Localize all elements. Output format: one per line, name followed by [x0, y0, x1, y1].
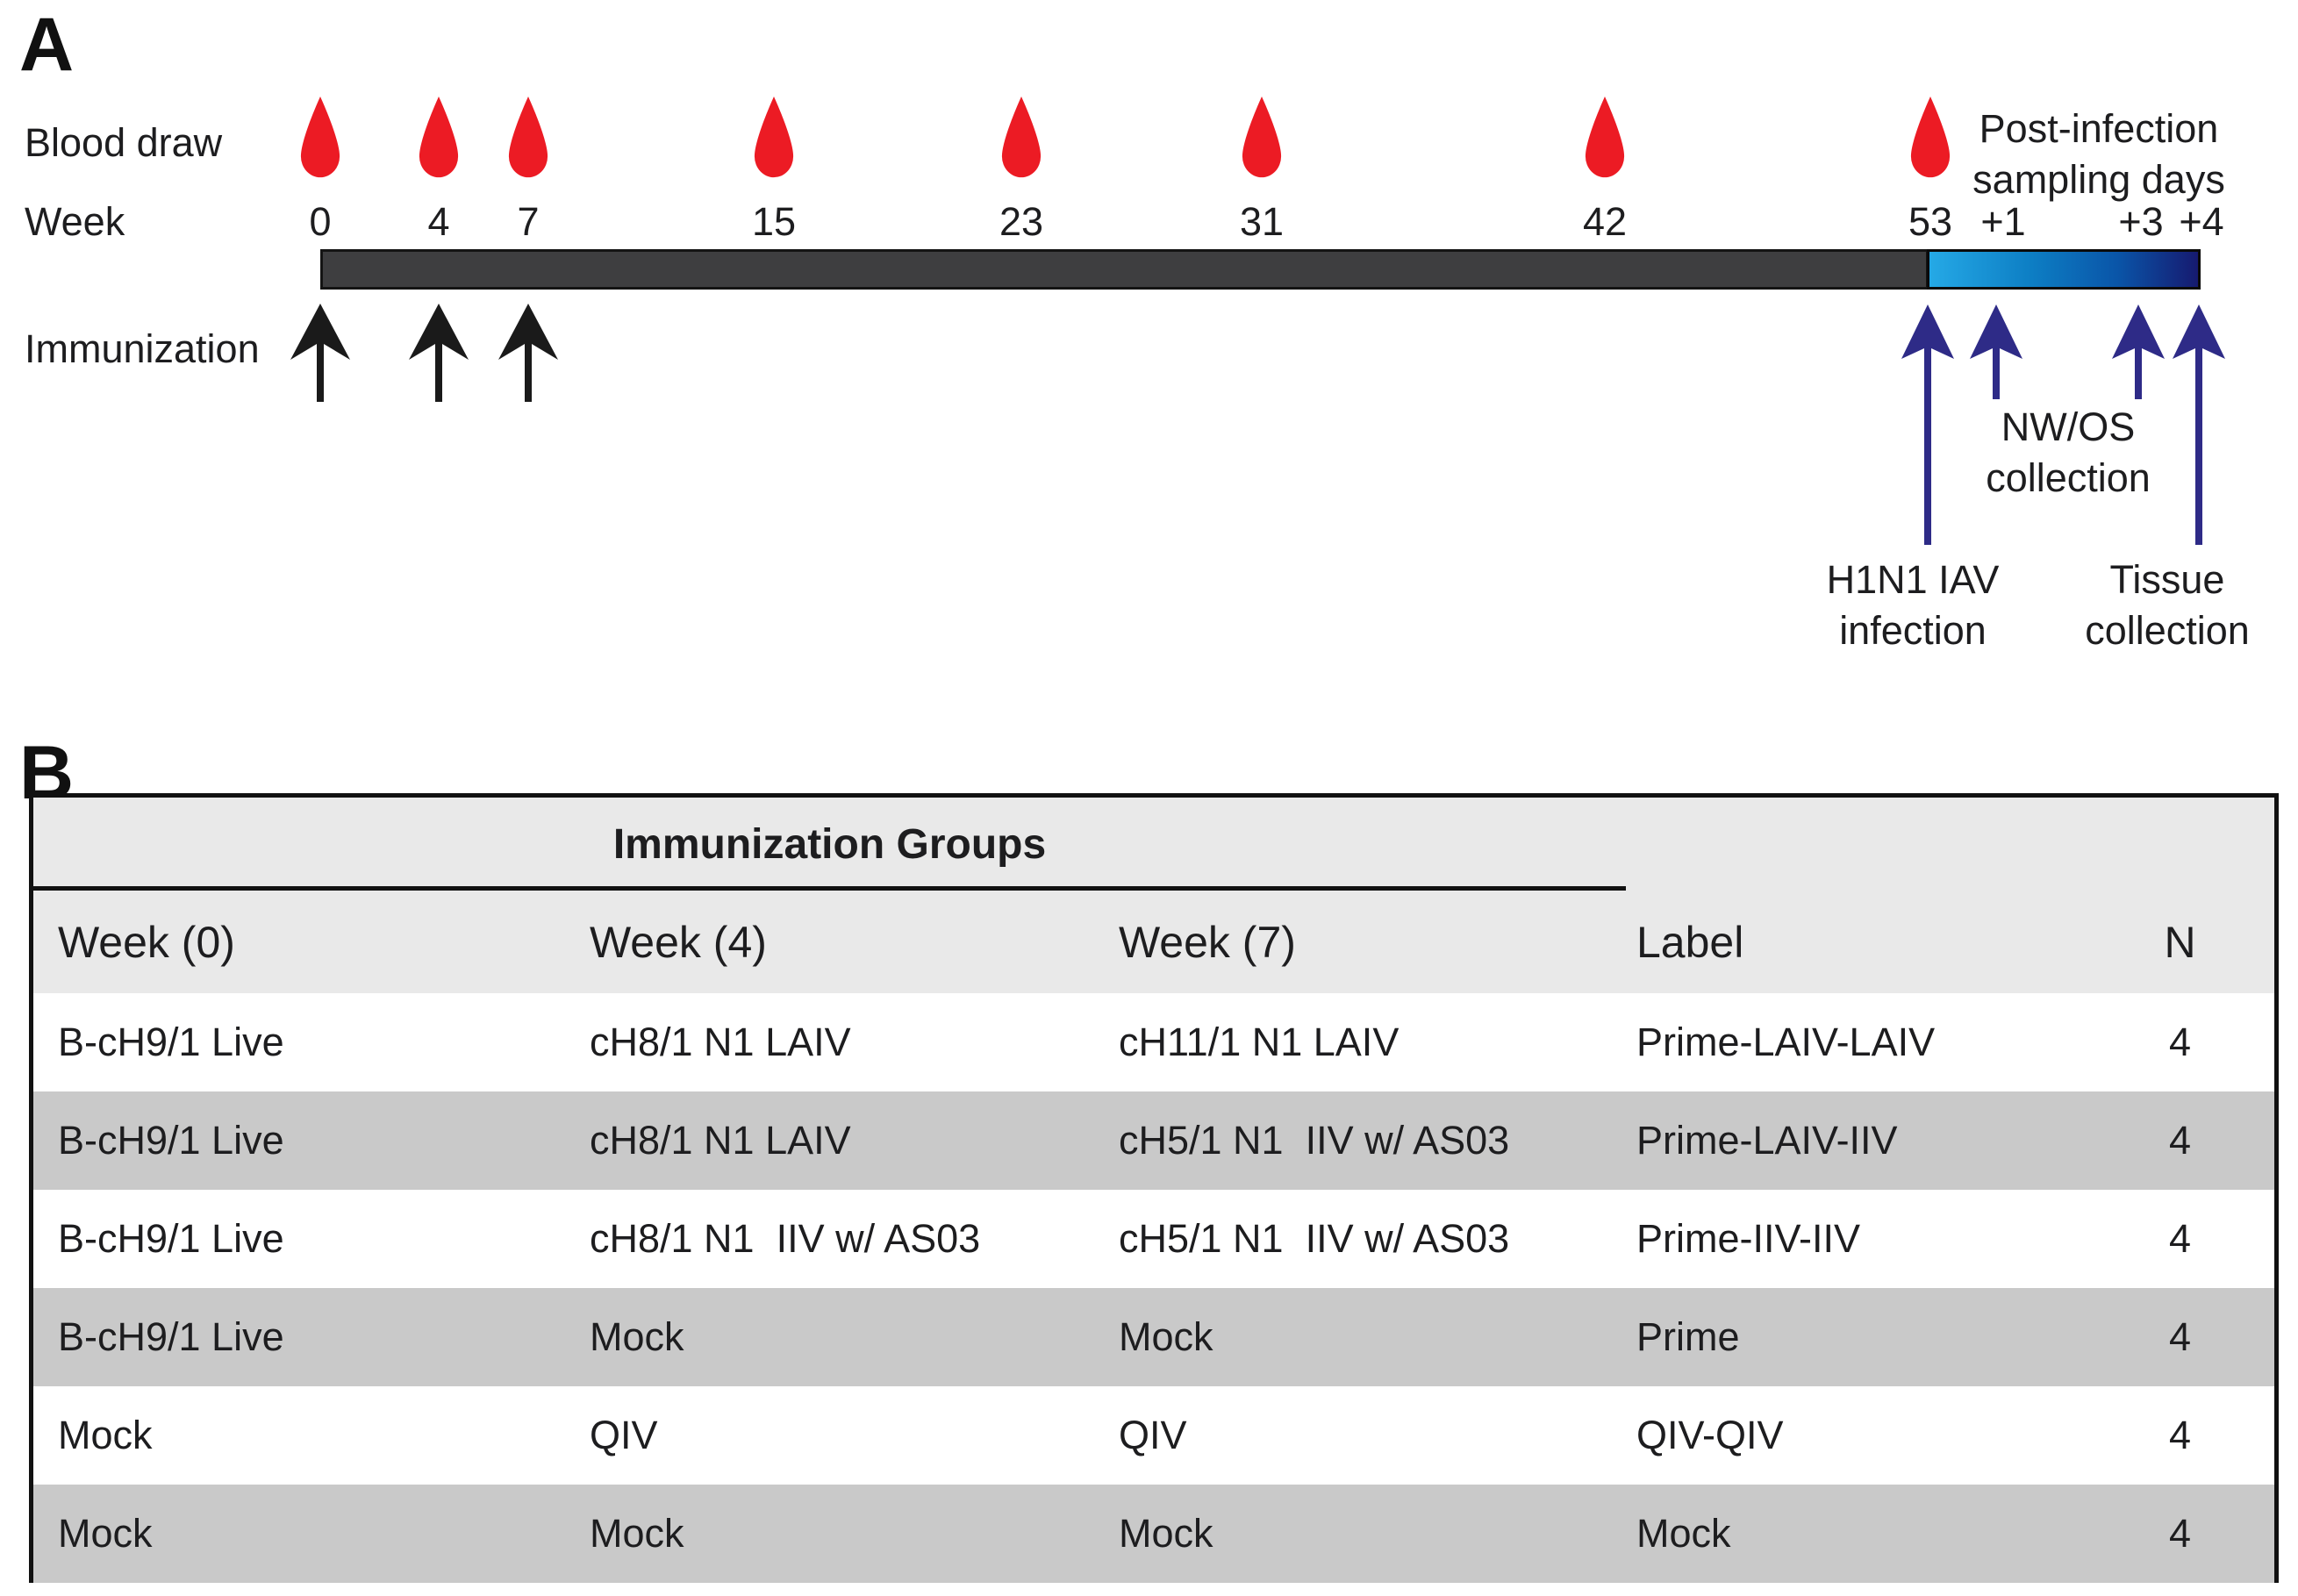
cell-n: 4 [2168, 1118, 2192, 1163]
nwos-line2: collection [1986, 455, 2151, 500]
tissue-line1: Tissue [2109, 557, 2225, 602]
table-row: B-cH9/1 Live cH8/1 N1 LAIV cH5/1 N1 IIV … [33, 1091, 2274, 1190]
post-infection-note: Post-infection sampling days [1972, 104, 2225, 205]
cell-week0: B-cH9/1 Live [58, 1118, 284, 1163]
blood-drop-icon [300, 97, 340, 178]
post-infection-line1: Post-infection [1979, 106, 2219, 151]
immunization-arrow-icon [409, 304, 469, 402]
cell-n: 4 [2168, 1314, 2192, 1359]
blood-drop-icon [754, 97, 794, 178]
cell-week4: cH8/1 N1 IIV w/ AS03 [590, 1216, 981, 1261]
cell-week7: Mock [1119, 1314, 1213, 1359]
blood-drop-icon [1910, 97, 1951, 178]
tissue-collection-arrow-icon [2173, 304, 2225, 545]
cell-week4: cH8/1 N1 LAIV [590, 1118, 851, 1163]
week-tick-42: 42 [1582, 199, 1628, 244]
post-infection-line2: sampling days [1972, 157, 2225, 202]
cell-week0: Mock [58, 1413, 153, 1457]
h1n1-infection-arrow-icon [1901, 304, 1954, 545]
immunization-arrow-icon [290, 304, 350, 402]
table-title: Immunization Groups [612, 820, 1047, 868]
cell-label: Mock [1636, 1511, 1731, 1556]
blood-drop-icon [1242, 97, 1282, 178]
cell-week7: cH5/1 N1 IIV w/ AS03 [1119, 1216, 1510, 1261]
week-tick-7: 7 [517, 199, 540, 244]
cell-week7: Mock [1119, 1511, 1213, 1556]
nwos-line1: NW/OS [2001, 404, 2136, 449]
cell-label: Prime [1636, 1314, 1740, 1359]
immunization-groups-table: Immunization Groups Week (0) Week (4) We… [29, 793, 2279, 1583]
cell-week7: QIV [1119, 1413, 1187, 1457]
nwos-collection-arrow-icon [2112, 304, 2165, 399]
h1n1-line2: infection [1839, 608, 1987, 653]
day-tick-plus1: +1 [1980, 199, 2026, 244]
cell-label: Prime-LAIV-LAIV [1636, 1020, 1936, 1064]
cell-label: QIV-QIV [1636, 1413, 1784, 1457]
cell-n: 4 [2168, 1216, 2192, 1261]
blood-drop-icon [1001, 97, 1042, 178]
timeline-bar-postinfection [1927, 249, 2201, 290]
nwos-collection-note: NW/OS collection [1986, 402, 2151, 504]
cell-week0: B-cH9/1 Live [58, 1216, 284, 1261]
cell-n: 4 [2168, 1020, 2192, 1064]
immunization-label: Immunization [25, 326, 260, 371]
header-week4: Week (4) [590, 917, 767, 967]
day-tick-plus3: +3 [2118, 199, 2164, 244]
table-row: B-cH9/1 Live Mock Mock Prime 4 [33, 1288, 2274, 1386]
table-title-row: Immunization Groups [33, 798, 2274, 891]
table-row: B-cH9/1 Live cH8/1 N1 IIV w/ AS03 cH5/1 … [33, 1190, 2274, 1288]
tissue-collection-note: Tissue collection [2085, 555, 2250, 656]
header-week7: Week (7) [1119, 917, 1296, 967]
table-header-row: Week (0) Week (4) Week (7) Label N [33, 891, 2274, 993]
cell-week7: cH5/1 N1 IIV w/ AS03 [1119, 1118, 1510, 1163]
cell-week4: cH8/1 N1 LAIV [590, 1020, 851, 1064]
table-row: Mock QIV QIV QIV-QIV 4 [33, 1386, 2274, 1485]
week-tick-15: 15 [751, 199, 797, 244]
week-tick-4: 4 [427, 199, 450, 244]
cell-week4: Mock [590, 1314, 684, 1359]
tissue-line2: collection [2085, 608, 2250, 653]
week-tick-53: 53 [1908, 199, 1953, 244]
cell-n: 4 [2168, 1511, 2192, 1556]
panel-a-label: A [19, 3, 75, 87]
cell-week4: QIV [590, 1413, 658, 1457]
cell-week0: Mock [58, 1511, 153, 1556]
header-week0: Week (0) [58, 917, 235, 967]
timeline-bar-prechallenge [320, 249, 1929, 290]
blood-drop-icon [508, 97, 548, 178]
week-tick-31: 31 [1239, 199, 1285, 244]
week-axis-label: Week [25, 199, 125, 244]
cell-label: Prime-LAIV-IIV [1636, 1118, 1898, 1163]
cell-week4: Mock [590, 1511, 684, 1556]
blood-drop-icon [1585, 97, 1625, 178]
week-tick-23: 23 [999, 199, 1044, 244]
nwos-collection-arrow-icon [1970, 304, 2022, 399]
header-n: N [2164, 917, 2196, 967]
cell-week0: B-cH9/1 Live [58, 1020, 284, 1064]
header-label: Label [1636, 917, 1744, 967]
immunization-arrow-icon [498, 304, 558, 402]
h1n1-line1: H1N1 IAV [1826, 557, 2000, 602]
table-row: Mock Mock Mock Mock 4 [33, 1485, 2274, 1583]
day-tick-plus4: +4 [2179, 199, 2224, 244]
cell-week7: cH11/1 N1 LAIV [1119, 1020, 1400, 1064]
week-tick-0: 0 [309, 199, 332, 244]
blood-draw-label: Blood draw [25, 120, 223, 165]
cell-week0: B-cH9/1 Live [58, 1314, 284, 1359]
cell-n: 4 [2168, 1413, 2192, 1457]
h1n1-infection-note: H1N1 IAV infection [1827, 555, 2000, 656]
table-row: B-cH9/1 Live cH8/1 N1 LAIV cH11/1 N1 LAI… [33, 993, 2274, 1091]
table-title-underline [33, 886, 1626, 891]
blood-drop-icon [419, 97, 459, 178]
cell-label: Prime-IIV-IIV [1636, 1216, 1861, 1261]
